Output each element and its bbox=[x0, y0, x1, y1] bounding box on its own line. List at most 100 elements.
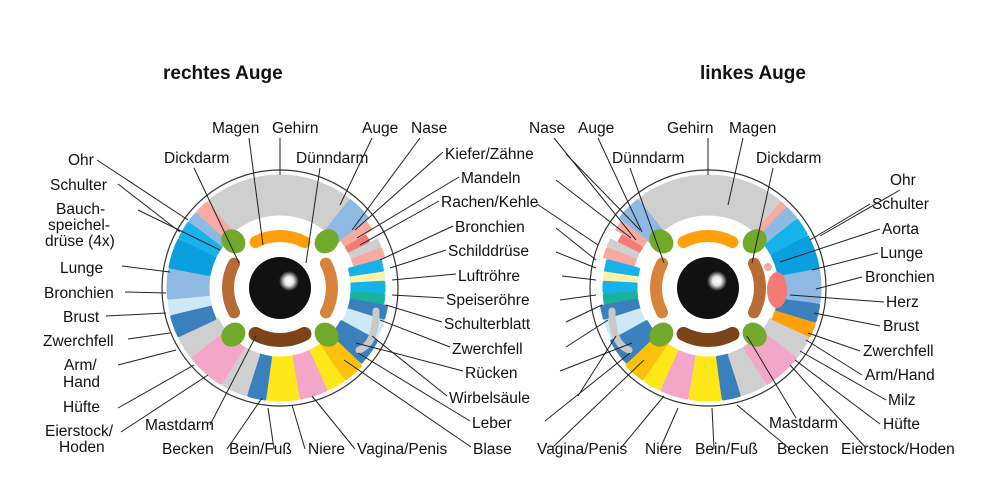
iris-zone-cyan bbox=[763, 218, 808, 255]
leader-line bbox=[789, 294, 885, 303]
leader-line bbox=[552, 359, 645, 448]
leader-line bbox=[794, 359, 881, 425]
label-huefte-l: Hüfte bbox=[883, 416, 920, 433]
leader-line bbox=[736, 404, 791, 450]
iris-zone-gray bbox=[762, 318, 810, 358]
pancreas-zone bbox=[314, 229, 339, 254]
inner-zone-brown_dark bbox=[248, 326, 312, 347]
label-schulter: Schulter bbox=[50, 177, 107, 194]
label-vagina-penis-l: Vagina/Penis bbox=[537, 441, 627, 458]
spine-zone bbox=[608, 307, 633, 354]
iris-zone-red bbox=[618, 234, 643, 254]
label-bronchien-mid: Bronchien bbox=[455, 219, 525, 236]
leader-line bbox=[789, 364, 867, 449]
right-eye-labels: Magen Gehirn Auge Nase Dickdarm Dünndarm… bbox=[43, 120, 538, 458]
leader-line bbox=[659, 407, 679, 450]
leader-line bbox=[597, 137, 643, 233]
iris-zone-cyan bbox=[350, 280, 386, 294]
label-gehirn-l: Gehirn bbox=[667, 120, 714, 137]
label-lunge: Lunge bbox=[60, 260, 103, 277]
inner-zone-brown_dark bbox=[676, 326, 740, 347]
pupil bbox=[249, 257, 311, 319]
leader-line bbox=[577, 335, 617, 397]
pancreas-zone bbox=[221, 322, 246, 347]
leader-line bbox=[305, 167, 321, 264]
leader-line bbox=[799, 350, 887, 401]
leader-line bbox=[356, 176, 460, 239]
iris-zone-pink bbox=[291, 350, 328, 400]
leader-line bbox=[137, 209, 221, 251]
label-mastdarm: Mastdarm bbox=[145, 417, 214, 434]
label-bein-fuss: Bein/Fuß bbox=[229, 441, 292, 458]
label-luftroehre: Luftröhre bbox=[458, 268, 520, 285]
iris-zone-gray bbox=[727, 346, 766, 397]
leader-line bbox=[727, 137, 744, 206]
iris-zone-yellow bbox=[643, 344, 680, 391]
leader-line bbox=[629, 167, 665, 264]
leader-line bbox=[226, 397, 263, 450]
iris-zone-gray bbox=[178, 318, 226, 358]
leader-line bbox=[559, 342, 633, 372]
iris-zone-gray bbox=[222, 346, 261, 397]
leader-line bbox=[127, 332, 171, 340]
label-magen: Magen bbox=[212, 120, 259, 137]
leader-line bbox=[565, 319, 609, 348]
iris-zone-steel bbox=[170, 304, 217, 338]
label-vagina-penis: Vagina/Penis bbox=[357, 441, 447, 458]
inner-zone-orange bbox=[249, 230, 311, 249]
iris-zone-paleblue bbox=[167, 295, 212, 316]
leader-line bbox=[193, 167, 240, 264]
leader-line bbox=[779, 228, 881, 263]
leader-lines bbox=[96, 137, 901, 450]
leader-line bbox=[555, 179, 632, 239]
leader-line bbox=[121, 265, 171, 273]
iris-zone-yellow bbox=[688, 355, 722, 402]
leader-line bbox=[751, 167, 774, 264]
leader-line bbox=[357, 352, 471, 422]
leader-line bbox=[559, 294, 597, 301]
label-zwerchfell-mid: Zwerchfell bbox=[452, 341, 523, 358]
leader-line bbox=[711, 407, 715, 450]
leader-line bbox=[555, 251, 597, 269]
leader-line bbox=[355, 342, 464, 372]
spine-zone bbox=[355, 307, 380, 354]
label-hoden: Hoden bbox=[59, 439, 105, 456]
leader-line bbox=[117, 349, 177, 366]
pancreas-zone bbox=[649, 229, 674, 254]
pupil-highlight bbox=[707, 271, 727, 291]
iris-zone-cyan bbox=[604, 259, 641, 278]
leader-line bbox=[105, 312, 167, 317]
label-bauchspeicheldruese-1: Bauch- bbox=[56, 201, 105, 218]
leader-line bbox=[389, 249, 447, 269]
label-dickdarm-l: Dickdarm bbox=[756, 150, 821, 167]
leader-line bbox=[117, 183, 181, 233]
label-becken-l: Becken bbox=[777, 441, 829, 458]
label-rachen-kehle: Rachen/Kehle bbox=[441, 194, 538, 211]
leader-line bbox=[565, 304, 603, 323]
label-bronchien-l: Bronchien bbox=[865, 269, 935, 286]
label-herz-l: Herz bbox=[886, 294, 919, 311]
left-eye-labels: Nase Auge Gehirn Magen Dünndarm Dickdarm… bbox=[529, 120, 955, 458]
leader-line bbox=[565, 153, 641, 231]
iris-zone-pink bbox=[660, 350, 697, 400]
label-leber: Leber bbox=[472, 415, 512, 432]
label-niere: Niere bbox=[308, 441, 345, 458]
leader-line bbox=[124, 291, 167, 294]
pancreas-zone bbox=[221, 229, 246, 254]
leader-line bbox=[391, 294, 445, 299]
label-nase: Nase bbox=[411, 120, 447, 137]
pancreas-zone bbox=[742, 322, 767, 347]
iris-zone-red bbox=[345, 234, 370, 254]
iris-zone-steel bbox=[716, 353, 741, 401]
leader-line bbox=[117, 364, 195, 409]
iris-zone-salmon bbox=[603, 247, 637, 267]
iris-zone-lightblue bbox=[166, 268, 211, 300]
inner-zone-brown_light bbox=[650, 257, 669, 319]
label-becken: Becken bbox=[162, 441, 214, 458]
iris-zone-cyan bbox=[602, 280, 638, 294]
label-milz-l: Milz bbox=[888, 392, 916, 409]
iris-zone-gray bbox=[348, 238, 382, 260]
leader-line bbox=[619, 395, 665, 450]
leader-line bbox=[343, 359, 472, 448]
label-arm-hand-l: Arm/Hand bbox=[865, 367, 935, 384]
